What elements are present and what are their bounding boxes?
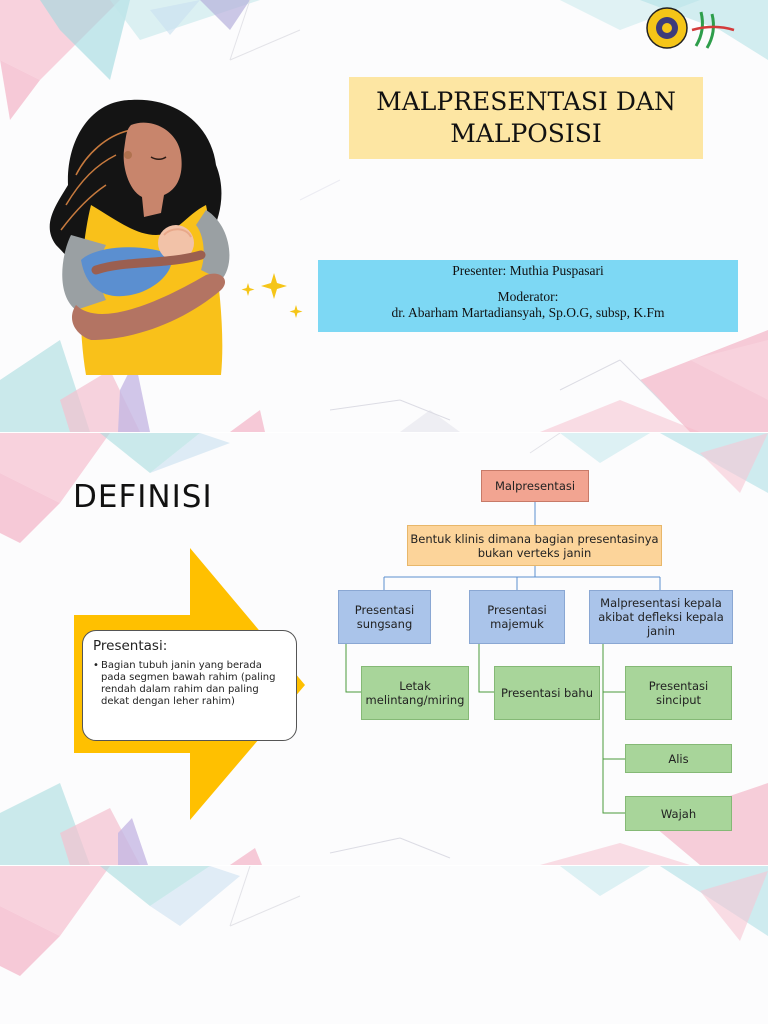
branch-node-majemuk: Presentasi majemuk xyxy=(469,590,565,644)
leaf-node-melintang: Letak melintang/miring xyxy=(361,666,469,720)
leaf-node-wajah: Wajah xyxy=(625,796,732,831)
leaf-node-bahu: Presentasi bahu xyxy=(494,666,600,720)
slide-title: DEFINISI xyxy=(73,479,213,515)
background-decoration xyxy=(0,866,768,976)
moderator-label: Moderator: xyxy=(497,289,559,304)
university-seal-icon xyxy=(646,7,688,49)
next-slide-partial xyxy=(0,866,768,1024)
department-logo-icon xyxy=(691,11,735,49)
bullet-icon: • xyxy=(93,660,99,671)
background-decoration xyxy=(0,0,768,432)
presentation-title: MALPRESENTASI DAN MALPOSISI xyxy=(349,77,703,159)
moderator-name: dr. Abarham Martadiansyah, Sp.O.G, subsp… xyxy=(391,305,665,320)
title-line-1: MALPRESENTASI DAN xyxy=(376,87,676,116)
mother-holding-baby-illustration xyxy=(49,99,303,375)
branch-node-sungsang: Presentasi sungsang xyxy=(338,590,431,644)
diagram-connectors xyxy=(345,502,661,814)
card-bullet-text: Bagian tubuh janin yang berada pada segm… xyxy=(101,660,276,707)
leaf-node-alis: Alis xyxy=(625,744,732,773)
title-slide: MALPRESENTASI DAN MALPOSISI Presenter: M… xyxy=(0,0,768,432)
definition-card: Presentasi: • Bagian tubuh janin yang be… xyxy=(82,630,297,741)
presenter-info-box: Presenter: Muthia Puspasari Moderator: d… xyxy=(318,260,738,332)
institution-logos xyxy=(646,7,735,49)
presenter-name: Presenter: Muthia Puspasari xyxy=(452,263,604,278)
card-heading: Presentasi: xyxy=(93,638,168,654)
leaf-node-sinciput: Presentasi sinciput xyxy=(625,666,732,720)
diagram-root-node: Malpresentasi xyxy=(481,470,589,502)
card-bullet: • Bagian tubuh janin yang berada pada se… xyxy=(93,660,289,708)
diagram-description-node: Bentuk klinis dimana bagian presentasiny… xyxy=(407,525,662,566)
branch-node-kepala: Malpresentasi kepala akibat defleksi kep… xyxy=(589,590,733,644)
definition-slide: DEFINISI Presentasi: • Bagian tubuh jani… xyxy=(0,433,768,865)
title-line-2: MALPOSISI xyxy=(450,119,602,148)
